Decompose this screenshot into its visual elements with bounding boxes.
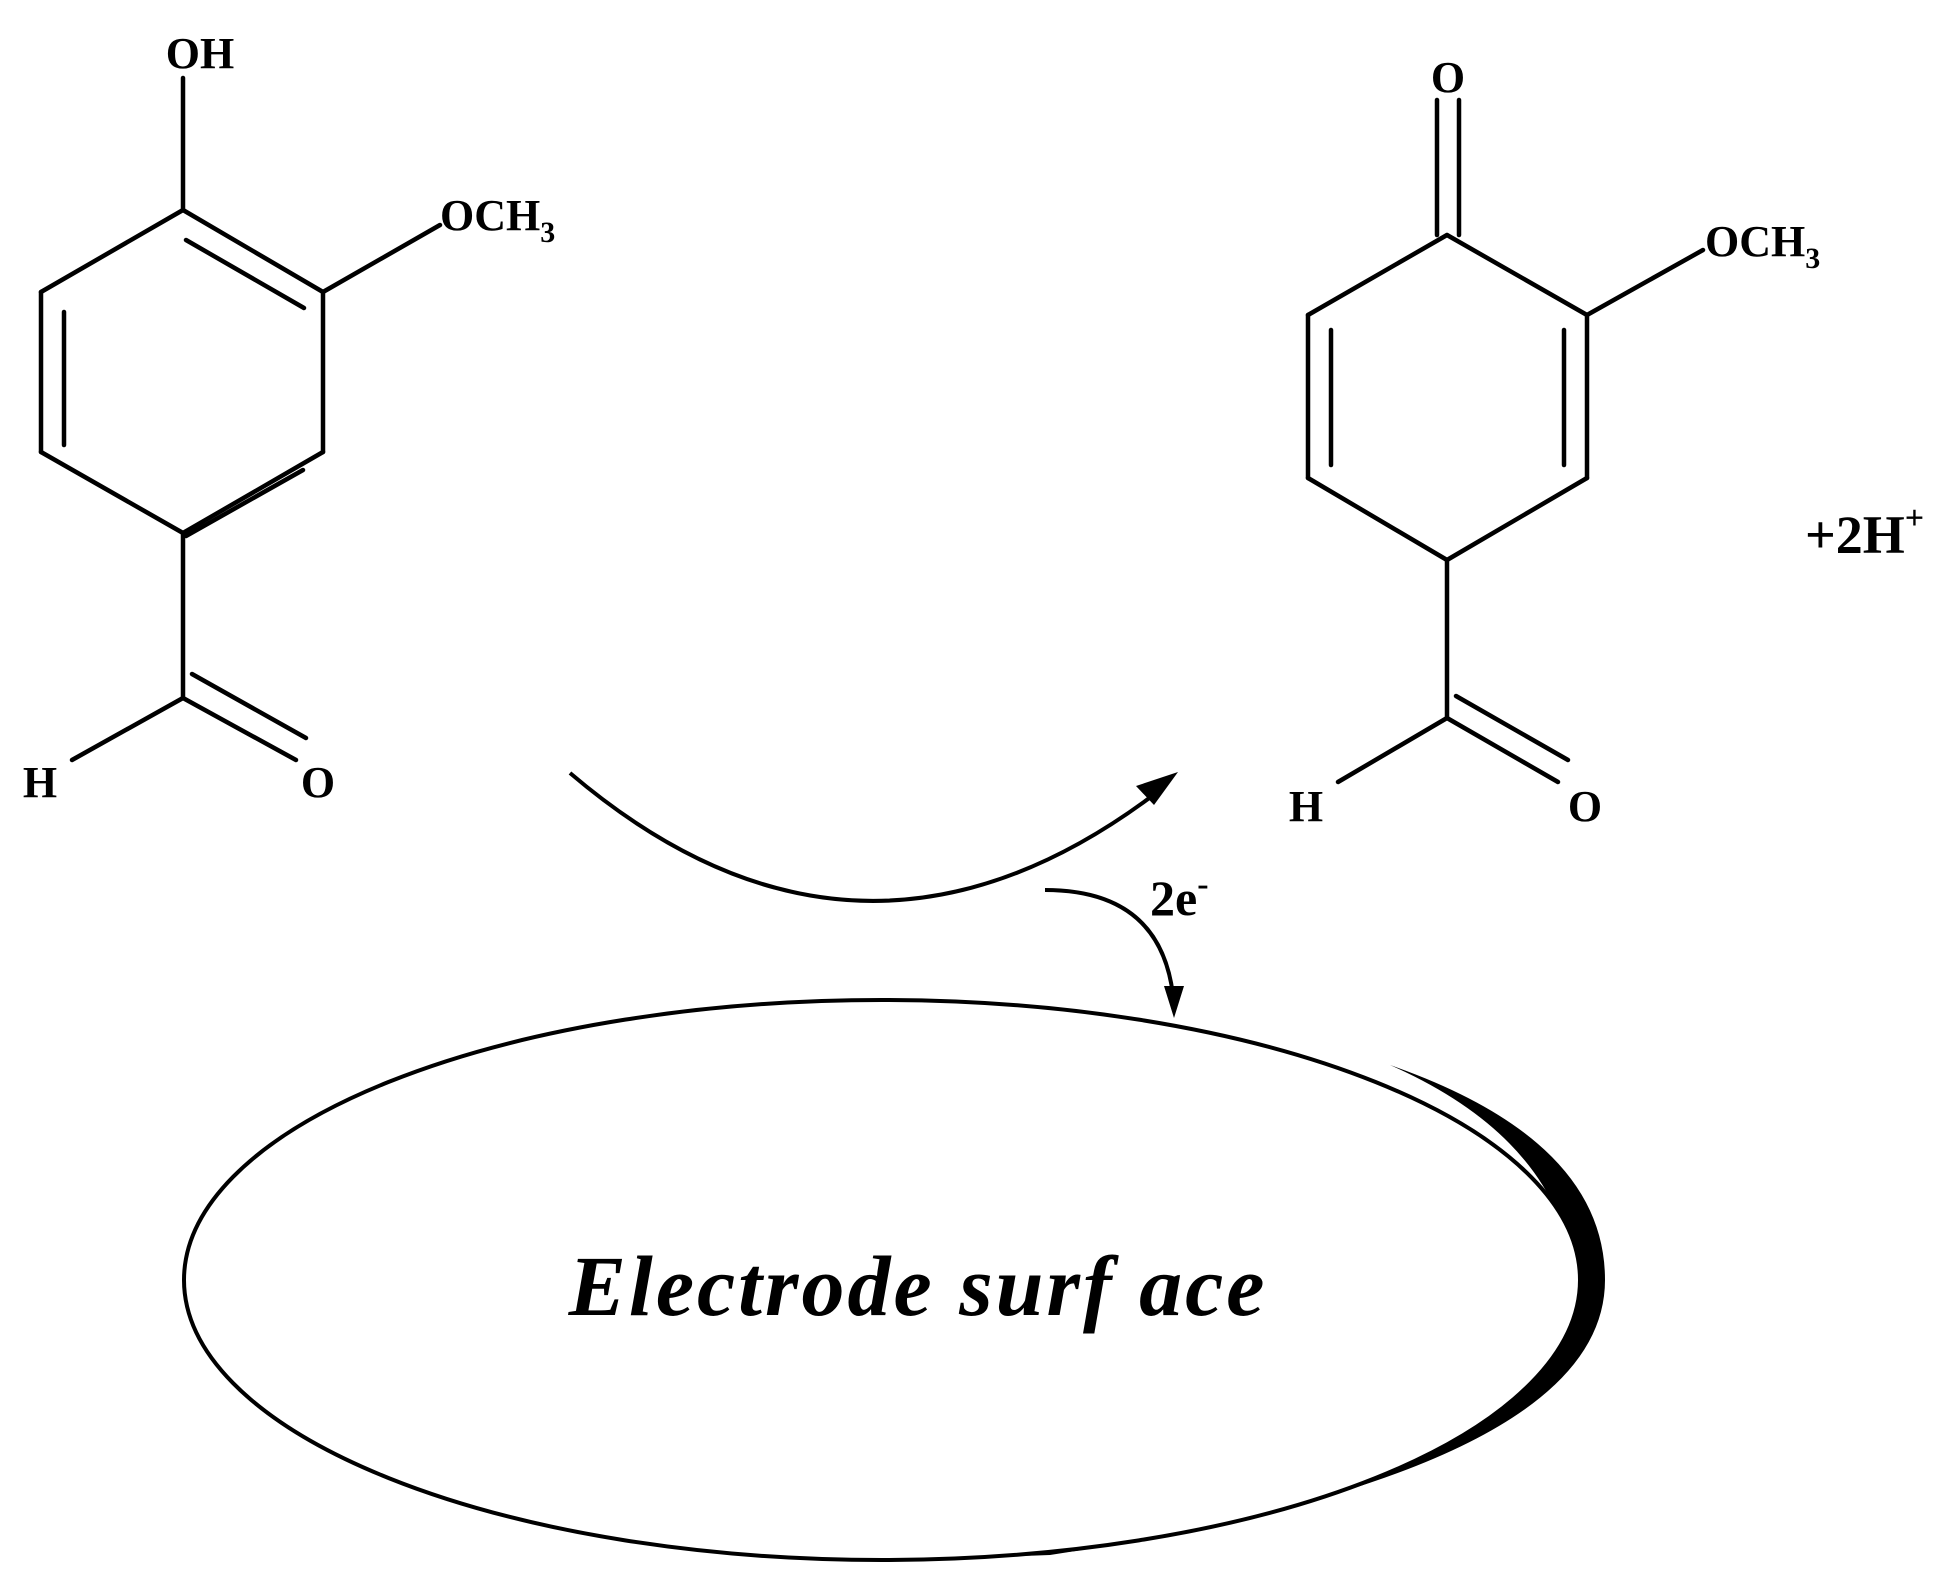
product-methoxy-label: OCH3 — [1705, 217, 1820, 275]
reactant-methoxy-bond — [320, 222, 443, 295]
product-ring-bond — [1444, 475, 1590, 563]
electrode: Electrode surf ace — [182, 998, 1605, 1562]
product-co-double-bond — [1444, 715, 1561, 785]
reactant-aldehyde-h-label: H — [23, 758, 57, 807]
electrode-ellipse — [182, 998, 1582, 1562]
reaction-arrow — [568, 771, 1178, 903]
product-methoxy-bond — [1584, 247, 1706, 318]
product-ch-bond — [1335, 715, 1450, 785]
reactant-methoxy-label: OCH3 — [440, 191, 555, 249]
product-ring-bond — [1305, 232, 1450, 318]
reactant-aldehyde-o-label: O — [301, 758, 335, 807]
electron-arc — [1044, 888, 1175, 996]
reaction-arrowhead — [1136, 772, 1178, 805]
product-ketone-o-label: O — [1431, 53, 1465, 102]
reactant-ring-double-bond-inner — [183, 237, 307, 311]
reaction-arc — [568, 771, 1162, 903]
reactant-molecule: OH OCH3 H O — [23, 29, 555, 807]
protons-label: +2H+ — [1805, 500, 1924, 565]
reactant-ring-bond — [38, 207, 186, 295]
product-molecule: O OCH3 H O — [1289, 53, 1820, 831]
product-aldehyde-h-label: H — [1289, 782, 1323, 831]
reactant-ring-bond — [38, 449, 186, 536]
product-co-double-bond — [1453, 693, 1571, 763]
product-ring-bond — [1305, 475, 1450, 563]
reactant-co-double-bond — [180, 695, 299, 763]
reactant-ring-bond — [180, 449, 326, 536]
product-ring-bond — [1444, 232, 1590, 318]
electron-arrowhead — [1164, 986, 1184, 1018]
electrons-label: 2e- — [1150, 866, 1209, 926]
reactant-oh-label: OH — [166, 29, 234, 78]
electrode-shadow — [440, 1065, 1605, 1557]
product-aldehyde-o-label: O — [1568, 782, 1602, 831]
reactant-ch-bond — [69, 695, 186, 763]
electron-transfer-arrow — [1044, 888, 1184, 1018]
reactant-ring-double-bond-inner — [183, 467, 306, 539]
reactant-co-double-bond — [189, 671, 309, 741]
electrode-label: Electrode surf ace — [568, 1238, 1268, 1334]
reactant-ring-bond — [180, 207, 326, 295]
